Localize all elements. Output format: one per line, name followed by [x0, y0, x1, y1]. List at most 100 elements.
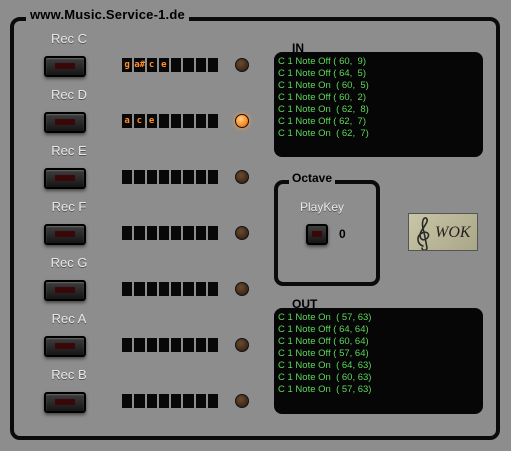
- rec-button[interactable]: [44, 56, 86, 77]
- note-cell: a#: [134, 58, 145, 72]
- out-log-panel: C 1 Note On ( 57, 63) C 1 Note Off ( 64,…: [274, 308, 483, 414]
- note-cell: [122, 226, 133, 240]
- note-cell: [146, 170, 157, 184]
- out-log-line: C 1 Note On ( 57, 63): [278, 384, 372, 395]
- in-log-line: C 1 Note Off ( 64, 5): [278, 68, 367, 79]
- activity-led: [235, 394, 249, 408]
- note-cell: [171, 170, 182, 184]
- note-cell: [183, 282, 194, 296]
- note-cell: [195, 338, 206, 352]
- note-cell: [134, 394, 145, 408]
- note-cell: [171, 338, 182, 352]
- note-cell: [134, 170, 145, 184]
- out-log-line: C 1 Note Off ( 64, 64): [278, 324, 369, 335]
- note-cell: [195, 114, 206, 128]
- note-cell: [207, 338, 218, 352]
- rec-button[interactable]: [44, 392, 86, 413]
- note-cell: [134, 282, 145, 296]
- note-cell: [183, 170, 194, 184]
- note-cell: [207, 226, 218, 240]
- note-cell: [146, 226, 157, 240]
- rec-label: Rec E: [51, 143, 87, 158]
- activity-led: [235, 114, 249, 128]
- rec-label: Rec C: [50, 31, 88, 46]
- in-log-line: C 1 Note On ( 62, 8): [278, 104, 369, 115]
- note-cell: e: [146, 114, 157, 128]
- note-display: [122, 226, 218, 240]
- note-cell: [207, 282, 218, 296]
- note-cell: g: [122, 58, 133, 72]
- note-cell: [171, 114, 182, 128]
- out-log-line: C 1 Note On ( 64, 63): [278, 360, 372, 371]
- in-log-line: C 1 Note Off ( 60, 2): [278, 92, 367, 103]
- note-cell: [122, 282, 133, 296]
- octave-value: 0: [339, 227, 346, 241]
- note-cell: [207, 114, 218, 128]
- activity-led: [235, 58, 249, 72]
- note-cell: [134, 226, 145, 240]
- note-cell: [122, 394, 133, 408]
- activity-led: [235, 170, 249, 184]
- note-cell: [122, 170, 133, 184]
- note-cell: [171, 394, 182, 408]
- note-cell: [158, 394, 169, 408]
- playkey-button[interactable]: [306, 224, 328, 245]
- out-log-line: C 1 Note Off ( 57, 64): [278, 348, 369, 359]
- wok-logo-text: WOK: [435, 224, 471, 241]
- note-cell: c: [146, 58, 157, 72]
- note-display: [122, 338, 218, 352]
- rec-label: Rec B: [51, 367, 87, 382]
- rec-button[interactable]: [44, 112, 86, 133]
- out-log-line: C 1 Note On ( 60, 63): [278, 372, 372, 383]
- note-cell: [183, 226, 194, 240]
- rec-button[interactable]: [44, 224, 86, 245]
- note-cell: [183, 338, 194, 352]
- note-cell: [195, 282, 206, 296]
- note-cell: [122, 338, 133, 352]
- note-cell: [171, 282, 182, 296]
- note-display: [122, 170, 218, 184]
- note-cell: c: [134, 114, 145, 128]
- in-log-line: C 1 Note Off ( 62, 7): [278, 116, 367, 127]
- note-cell: [195, 58, 206, 72]
- note-cell: [158, 226, 169, 240]
- note-cell: e: [158, 58, 169, 72]
- note-cell: [146, 338, 157, 352]
- note-cell: [195, 170, 206, 184]
- activity-led: [235, 338, 249, 352]
- rec-button[interactable]: [44, 280, 86, 301]
- main-panel-frame: [10, 17, 500, 440]
- note-cell: [146, 394, 157, 408]
- note-cell: [171, 58, 182, 72]
- note-cell: [183, 58, 194, 72]
- activity-led: [235, 226, 249, 240]
- note-cell: [195, 226, 206, 240]
- rec-label: Rec A: [51, 311, 87, 326]
- note-cell: [195, 394, 206, 408]
- playkey-label: PlayKey: [300, 200, 345, 214]
- rec-button[interactable]: [44, 168, 86, 189]
- rec-button[interactable]: [44, 336, 86, 357]
- wok-logo: WOK: [408, 213, 478, 251]
- note-display: [122, 394, 218, 408]
- note-display: [122, 282, 218, 296]
- out-log-line: C 1 Note Off ( 60, 64): [278, 336, 369, 347]
- note-cell: [158, 338, 169, 352]
- note-cell: [134, 338, 145, 352]
- note-cell: [207, 170, 218, 184]
- note-cell: [158, 114, 169, 128]
- note-cell: [158, 170, 169, 184]
- note-cell: [207, 58, 218, 72]
- treble-clef-icon: [417, 217, 430, 250]
- in-log-line: C 1 Note On ( 62, 7): [278, 128, 369, 139]
- out-log-title: OUT: [292, 297, 318, 311]
- rec-label: Rec G: [50, 255, 88, 270]
- note-cell: [171, 226, 182, 240]
- in-log-line: C 1 Note On ( 60, 5): [278, 80, 369, 91]
- note-cell: [207, 394, 218, 408]
- note-cell: [158, 282, 169, 296]
- in-log-panel: C 1 Note Off ( 60, 9) C 1 Note Off ( 64,…: [274, 52, 483, 157]
- out-log-line: C 1 Note On ( 57, 63): [278, 312, 372, 323]
